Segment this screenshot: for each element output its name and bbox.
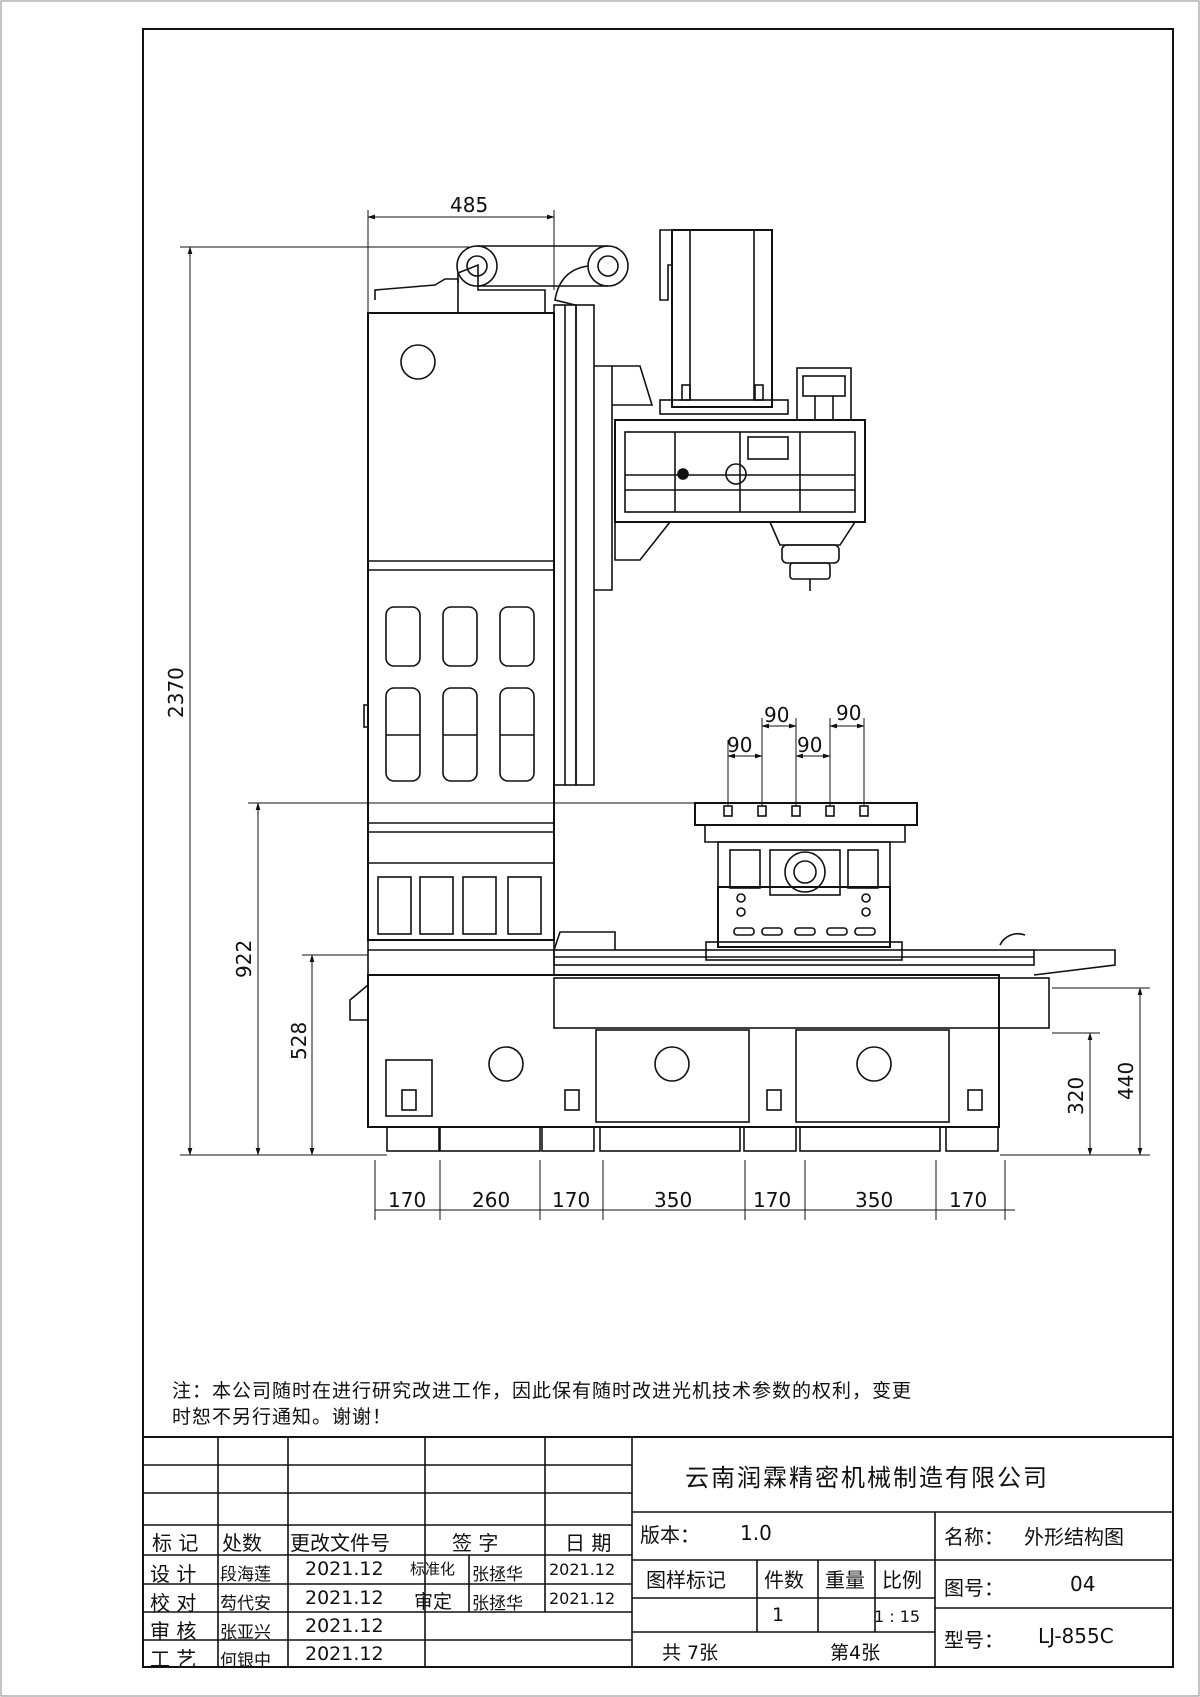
row-review-date: 2021.12 — [305, 1615, 384, 1637]
dim-2370: 2370 — [164, 667, 188, 718]
dim-base-3: 170 — [552, 1188, 590, 1212]
dim-base-7: 170 — [949, 1188, 987, 1212]
dim-tslot-a: 90 — [727, 733, 752, 757]
sheet-number: 第4张 — [830, 1642, 881, 1664]
dim-tslot-d: 90 — [836, 701, 861, 725]
dim-922: 922 — [232, 940, 256, 978]
row-check-role: 校 对 — [150, 1591, 197, 1615]
header-date: 日 期 — [565, 1531, 612, 1555]
row-review-role: 审 核 — [150, 1619, 197, 1643]
machine-column — [363, 245, 629, 941]
row-design-date2: 2021.12 — [549, 1560, 616, 1579]
row-design-name: 段海莲 — [220, 1565, 271, 1585]
row-design-role: 设 计 — [150, 1562, 197, 1586]
model-label: 型号： — [944, 1628, 1004, 1652]
machine-drawing — [180, 210, 1150, 1220]
row-design-name2: 张拯华 — [472, 1565, 523, 1585]
row-design-role2: 标准化 — [410, 1560, 456, 1578]
header-mark: 标 记 — [152, 1531, 199, 1555]
weight-label: 重量 — [825, 1568, 865, 1592]
row-check-name: 芶代安 — [220, 1594, 271, 1614]
dim-base-2: 260 — [472, 1188, 510, 1212]
dim-tslot-c: 90 — [797, 733, 822, 757]
drawing-no-value: 04 — [1070, 1572, 1096, 1596]
row-process-role: 工 艺 — [150, 1647, 197, 1671]
dim-485: 485 — [450, 193, 488, 217]
spindle-motor — [671, 229, 773, 408]
row-review-name: 张亚兴 — [220, 1623, 271, 1643]
dim-base-5: 170 — [753, 1188, 791, 1212]
dim-528: 528 — [287, 1022, 311, 1060]
pulley-right — [587, 245, 629, 287]
qty-label: 件数 — [764, 1568, 804, 1592]
scale-label: 比例 — [882, 1568, 922, 1592]
row-check-date2: 2021.12 — [549, 1589, 616, 1608]
pattern-mark-label: 图样标记 — [646, 1568, 726, 1592]
header-sign: 签 字 — [452, 1531, 499, 1555]
row-check-name2: 张拯华 — [472, 1594, 523, 1614]
title-block — [142, 1436, 1174, 1668]
machine-base — [349, 931, 1116, 1152]
dim-320: 320 — [1064, 1077, 1088, 1115]
company-name: 云南润霖精密机械制造有限公司 — [685, 1464, 1049, 1492]
total-sheets: 共 7张 — [662, 1642, 719, 1664]
dim-440: 440 — [1114, 1062, 1138, 1100]
scale-value: 1 : 15 — [874, 1607, 921, 1626]
row-process-date: 2021.12 — [305, 1643, 384, 1665]
worktable — [694, 802, 918, 961]
row-check-role2: 审定 — [414, 1591, 453, 1613]
dimension-lines — [180, 210, 1150, 1220]
dim-base-6: 350 — [855, 1188, 893, 1212]
spindle-head — [594, 229, 866, 591]
row-process-name: 何银中 — [220, 1651, 271, 1671]
qty-value: 1 — [772, 1604, 785, 1626]
header-change-doc: 更改文件号 — [290, 1531, 390, 1555]
dim-base-4: 350 — [654, 1188, 692, 1212]
row-check-date: 2021.12 — [305, 1587, 384, 1609]
note-line-1: 注：本公司随时在进行研究改进工作，因此保有随时改进光机技术参数的权利，变更 — [172, 1380, 913, 1402]
dim-base-1: 170 — [388, 1188, 426, 1212]
version-value: 1.0 — [740, 1521, 772, 1545]
drawing-note: 注：本公司随时在进行研究改进工作，因此保有随时改进光机技术参数的权利，变更 时恕… — [172, 1378, 1172, 1430]
model-value: LJ-855C — [1038, 1624, 1114, 1648]
drawing-no-label: 图号： — [944, 1576, 1004, 1600]
note-line-2: 时恕不另行通知。谢谢！ — [172, 1406, 393, 1428]
version-label: 版本： — [640, 1523, 700, 1547]
name-label: 名称： — [944, 1525, 1004, 1549]
dimension-labels: 485 2370 922 528 320 440 90 90 90 90 170… — [164, 193, 1138, 1212]
row-design-date: 2021.12 — [305, 1558, 384, 1580]
header-count: 处数 — [222, 1531, 262, 1555]
name-value: 外形结构图 — [1024, 1525, 1124, 1549]
dim-tslot-b: 90 — [764, 703, 789, 727]
